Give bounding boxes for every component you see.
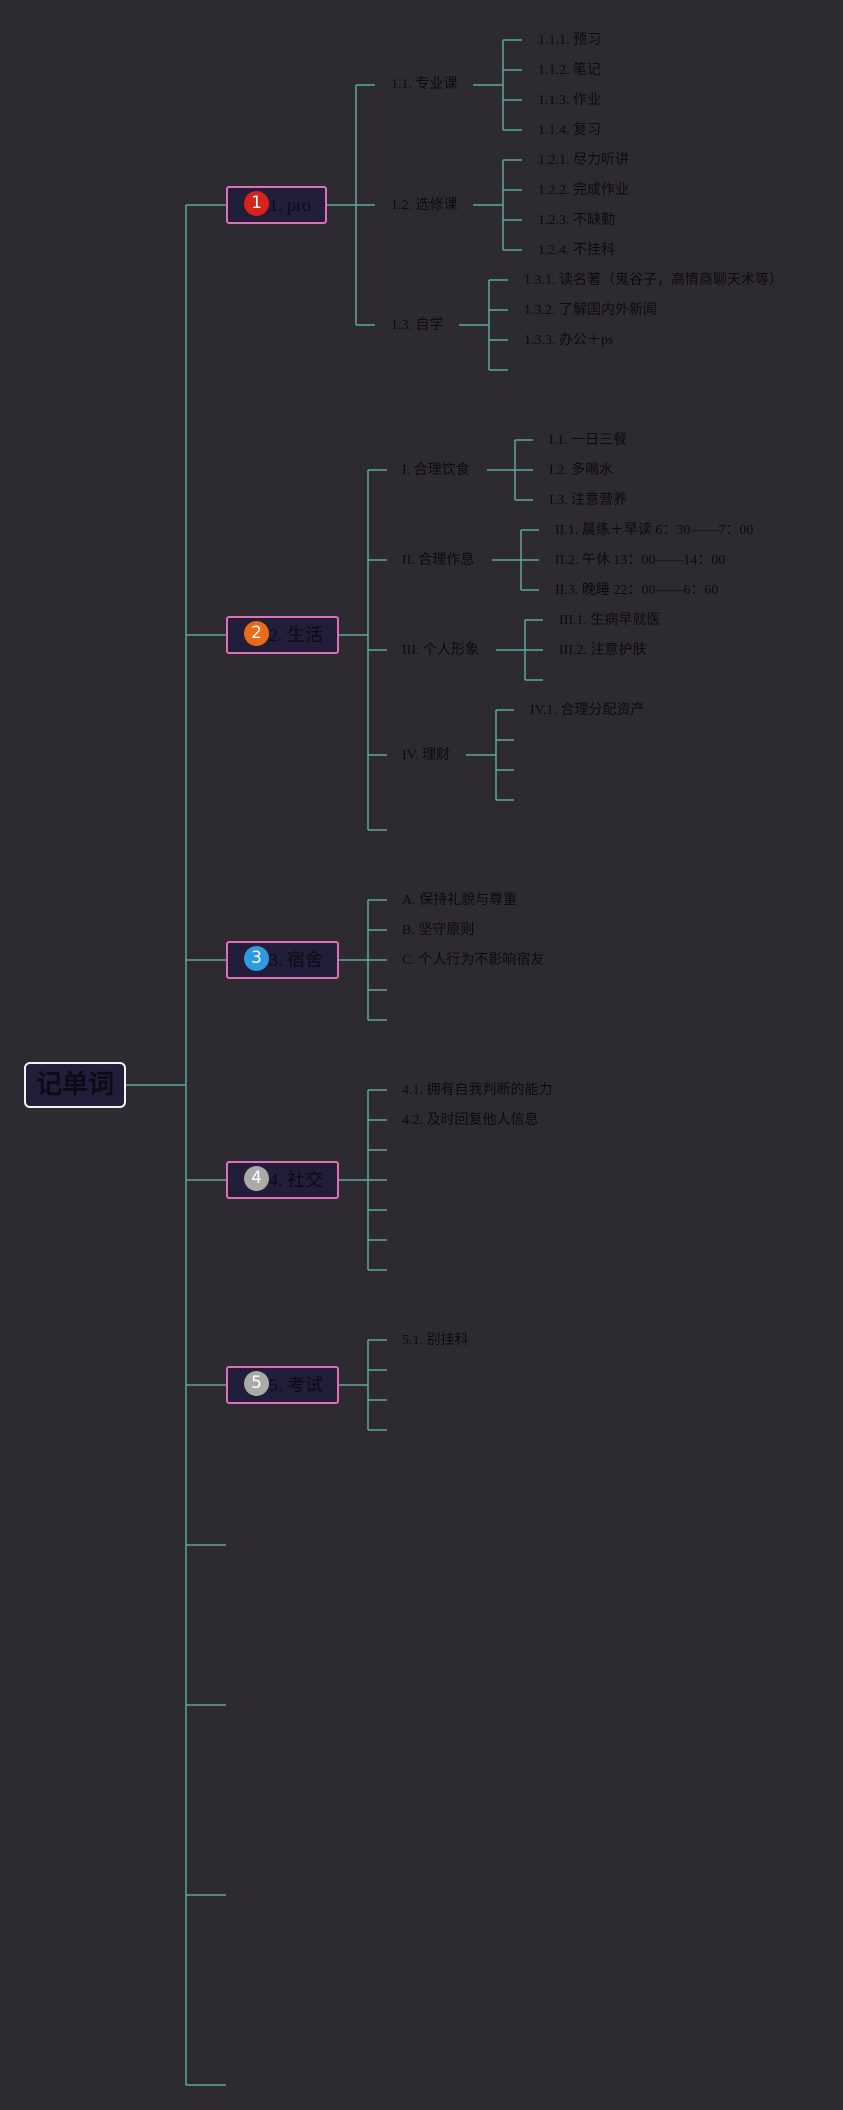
sub-node[interactable]: II. 合理作息 (402, 553, 475, 568)
leaf-node[interactable]: 1.1.4. 复习 (538, 123, 601, 138)
leaf-node[interactable]: B. 坚守原则 (402, 923, 475, 938)
leaf-node[interactable]: 1.2.3. 不缺勤 (538, 213, 615, 228)
leaf-node[interactable]: 1.1.3. 作业 (538, 93, 601, 108)
sub-node[interactable]: 1.1. 专业课 (391, 77, 458, 92)
sub-node[interactable]: 1.3. 自学 (391, 318, 444, 333)
branch-label: 1. pro (269, 195, 311, 215)
leaf-node[interactable]: III.1. 生病早就医 (559, 613, 661, 628)
branch-label: 5. 考试 (269, 1375, 323, 1395)
number-badge-icon: 5 (244, 1371, 269, 1396)
leaf-node[interactable]: 1.2.1. 尽力听讲 (538, 153, 629, 168)
leaf-node[interactable]: IV.1. 合理分配资产 (530, 703, 645, 718)
branch-label: 4. 社交 (269, 1170, 323, 1190)
leaf-node[interactable]: II.2. 午休 13：00——14：00 (555, 553, 726, 568)
number-badge-icon: 3 (244, 946, 269, 971)
number-badge-icon: 1 (244, 191, 269, 216)
leaf-node[interactable]: 4.1. 拥有自我判断的能力 (402, 1083, 553, 1098)
sub-node[interactable]: 1.2. 选修课 (391, 198, 458, 213)
leaf-node[interactable]: II.3. 晚睡 22：00——6：60 (555, 583, 719, 598)
sub-node[interactable]: III. 个人形象 (402, 643, 479, 658)
sub-node[interactable]: I. 合理饮食 (402, 463, 470, 478)
branch-label: 3. 宿舍 (269, 950, 323, 970)
leaf-node[interactable]: 1.3.3. 办公＋ps (524, 333, 614, 348)
leaf-node[interactable]: 4.2. 及时回复他人信息 (402, 1113, 539, 1128)
leaf-node[interactable]: A. 保持礼貌与尊重 (402, 893, 518, 908)
leaf-node[interactable]: 1.2.4. 不挂科 (538, 243, 615, 258)
sub-node[interactable]: IV. 理财 (402, 748, 450, 763)
leaf-node[interactable]: III.2. 注意护肤 (559, 643, 647, 658)
leaf-node[interactable]: II.1. 晨练＋早读 6：30——7：00 (555, 523, 754, 538)
leaf-node[interactable]: 1.3.2. 了解国内外新闻 (524, 303, 657, 318)
leaf-node[interactable]: I.3. 注意营养 (549, 493, 628, 508)
leaf-node[interactable]: 5.1. 别挂科 (402, 1333, 469, 1348)
leaf-node[interactable]: C. 个人行为不影响宿友 (402, 953, 545, 968)
leaf-node[interactable]: 1.1.2. 笔记 (538, 63, 601, 78)
leaf-node[interactable]: I.1. 一日三餐 (549, 433, 628, 448)
root-node[interactable]: 记单词 (24, 1062, 126, 1108)
leaf-node[interactable]: 1.1.1. 预习 (538, 33, 601, 48)
leaf-node[interactable]: 1.3.1. 读名著（鬼谷子，高情商聊天术等） (524, 273, 783, 288)
number-badge-icon: 2 (244, 621, 269, 646)
leaf-node[interactable]: 1.2.2. 完成作业 (538, 183, 629, 198)
leaf-node[interactable]: I.2. 多喝水 (549, 463, 614, 478)
number-badge-icon: 4 (244, 1166, 269, 1191)
branch-label: 2. 生活 (269, 625, 323, 645)
